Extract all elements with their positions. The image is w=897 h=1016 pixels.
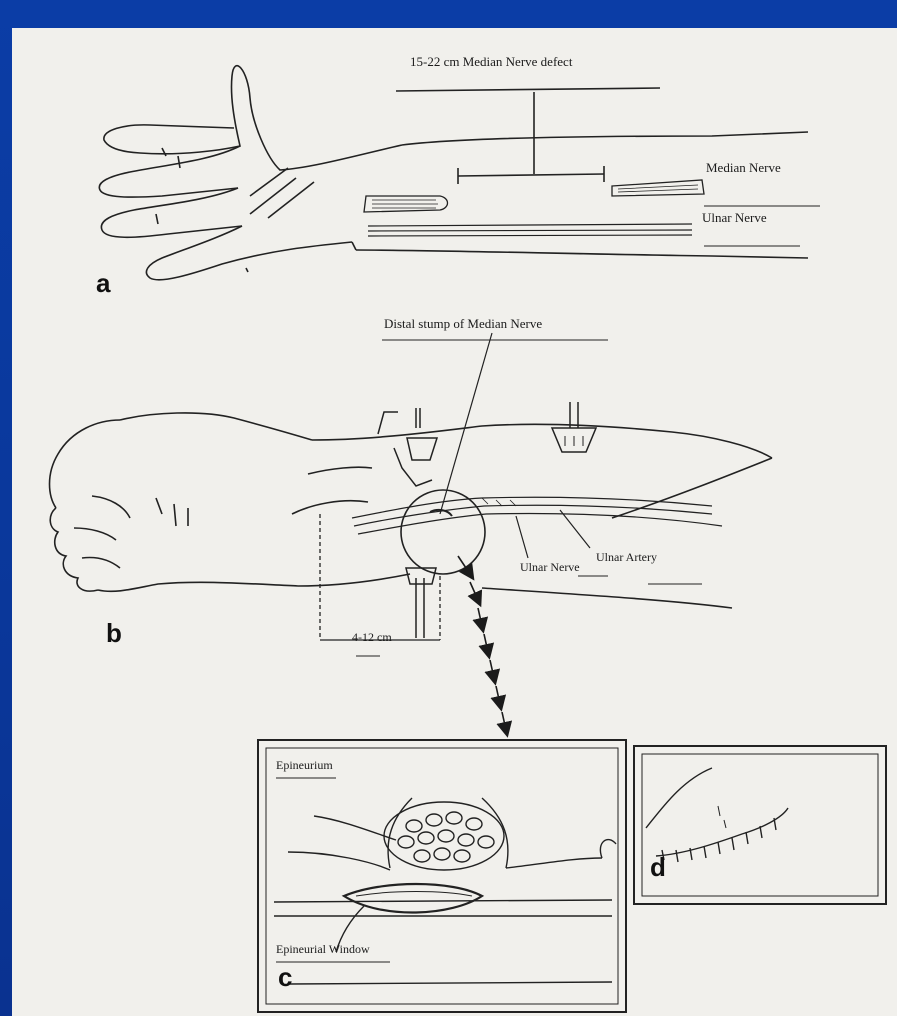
panel-letter-b: b: [106, 618, 122, 649]
panel-a-hand-drawing: [99, 66, 808, 280]
panel-letter-a: a: [96, 268, 110, 299]
panel-b-forearm-drawing: [50, 413, 773, 608]
panel-letter-d: d: [650, 852, 666, 883]
label-distance-4-12: 4-12 cm: [352, 630, 392, 645]
label-median-nerve: Median Nerve: [706, 160, 781, 176]
median-nerve-segments-a: [364, 180, 704, 212]
label-underline-b: [356, 340, 702, 656]
distance-bracket-b: [320, 514, 440, 640]
retractors: [378, 402, 596, 638]
panel-d-frame: [634, 746, 886, 904]
label-median-nerve-defect: 15-22 cm Median Nerve defect: [410, 54, 572, 70]
panel-letter-c: c: [278, 962, 292, 993]
label-ulnar-nerve-a: Ulnar Nerve: [702, 210, 767, 226]
figure-scan: a b c d 15-22 cm Median Nerve defect Med…: [12, 28, 897, 1016]
figure-drawing: [12, 28, 897, 1016]
panel-c-frame: [258, 740, 626, 1012]
label-epineurium: Epineurium: [276, 758, 333, 773]
ulnar-nerve-a: [368, 224, 692, 236]
label-ulnar-artery: Ulnar Artery: [596, 550, 657, 565]
label-epineurial-window: Epineurial Window: [276, 942, 370, 957]
arrow-chain: [458, 556, 506, 730]
pointer-lines-b: [440, 333, 590, 558]
forearm-nerves: [352, 497, 722, 534]
label-distal-stump: Distal stump of Median Nerve: [384, 316, 542, 332]
label-ulnar-nerve-b: Ulnar Nerve: [520, 560, 580, 575]
